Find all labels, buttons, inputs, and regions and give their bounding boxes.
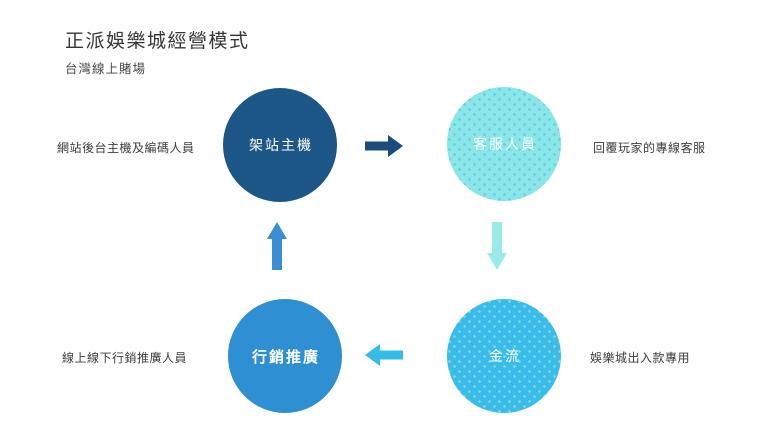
node-cashflow-circle: 金流 bbox=[447, 299, 561, 413]
node-service-circle: 客服人員 bbox=[447, 87, 561, 201]
note-marketing: 線上線下行銷推廣人員 bbox=[62, 351, 188, 365]
arrow-left-shape bbox=[365, 344, 403, 366]
page-subtitle: 台灣線上賭場 bbox=[65, 62, 147, 76]
page-title: 正派娛樂城經營模式 bbox=[65, 31, 250, 52]
arrow-right-icon bbox=[365, 135, 403, 157]
note-hosting: 網站後台主機及編碼人員 bbox=[57, 141, 195, 155]
note-service: 回覆玩家的專線客服 bbox=[593, 141, 706, 155]
arrow-down-icon bbox=[487, 222, 507, 270]
node-marketing-label: 行銷推廣 bbox=[251, 348, 320, 366]
arrow-down-shape bbox=[487, 222, 507, 270]
node-service-label: 客服人員 bbox=[473, 136, 537, 152]
arrow-right-shape bbox=[365, 135, 403, 157]
arrow-up-icon bbox=[267, 222, 287, 270]
note-cashflow: 娛樂城出入款專用 bbox=[590, 351, 691, 365]
node-hosting-label: 架站主機 bbox=[249, 137, 313, 153]
node-hosting-circle: 架站主機 bbox=[223, 88, 337, 202]
node-marketing-circle: 行銷推廣 bbox=[228, 299, 342, 413]
arrow-up-shape bbox=[267, 222, 287, 270]
arrow-left-icon bbox=[365, 344, 403, 366]
node-cashflow-label: 金流 bbox=[489, 348, 521, 364]
